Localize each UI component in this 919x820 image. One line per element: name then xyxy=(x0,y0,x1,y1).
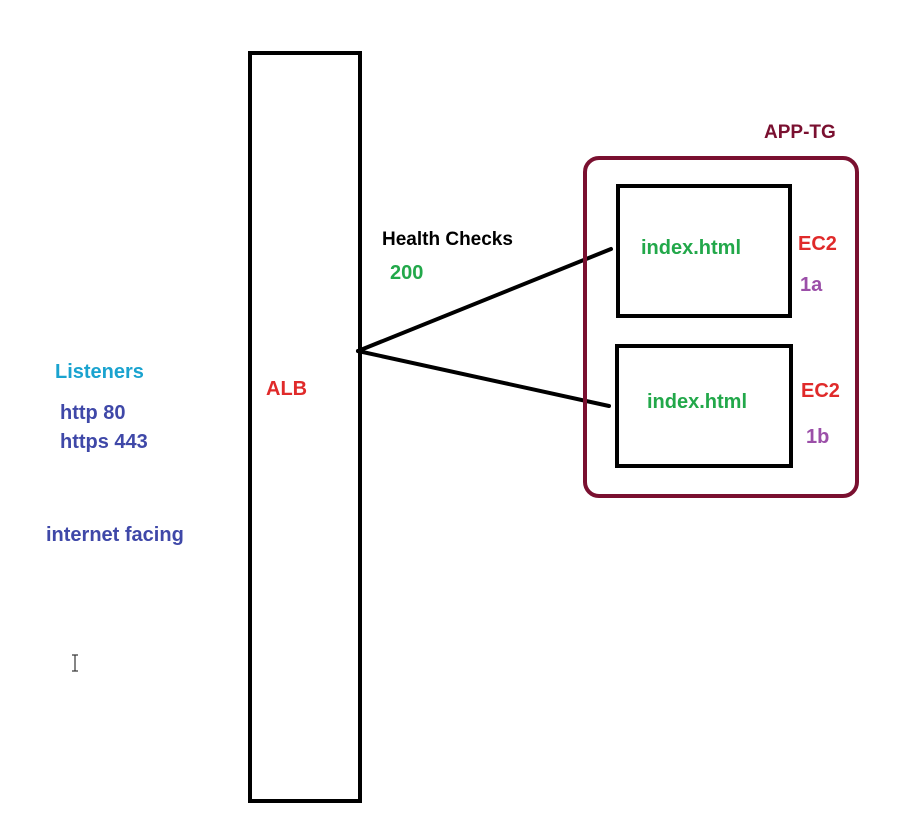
instance-1a-type: EC2 xyxy=(798,233,837,255)
text-cursor-icon xyxy=(72,654,78,672)
instance-1a-content: index.html xyxy=(641,237,742,259)
alb-label: ALB xyxy=(266,378,308,400)
listeners-title: Listeners xyxy=(55,361,144,383)
instance-1b-content: index.html xyxy=(647,391,748,413)
instance-1a-az: 1a xyxy=(800,274,823,296)
connector-line-1a xyxy=(356,247,613,353)
target-group-name: APP-TG xyxy=(764,122,836,143)
alb-box xyxy=(248,51,362,803)
listener-item-https: https 443 xyxy=(60,431,148,453)
health-checks-title: Health Checks xyxy=(382,229,513,250)
ec2-instance-1a xyxy=(616,184,792,318)
scheme-label: internet facing xyxy=(46,524,184,546)
instance-1b-az: 1b xyxy=(806,426,830,448)
listener-item-http: http 80 xyxy=(60,402,126,424)
target-group-box xyxy=(583,156,859,498)
health-status-code: 200 xyxy=(390,262,424,284)
instance-1b-type: EC2 xyxy=(801,380,840,402)
ec2-instance-1b xyxy=(615,344,793,468)
connector-line-1b xyxy=(356,349,611,408)
